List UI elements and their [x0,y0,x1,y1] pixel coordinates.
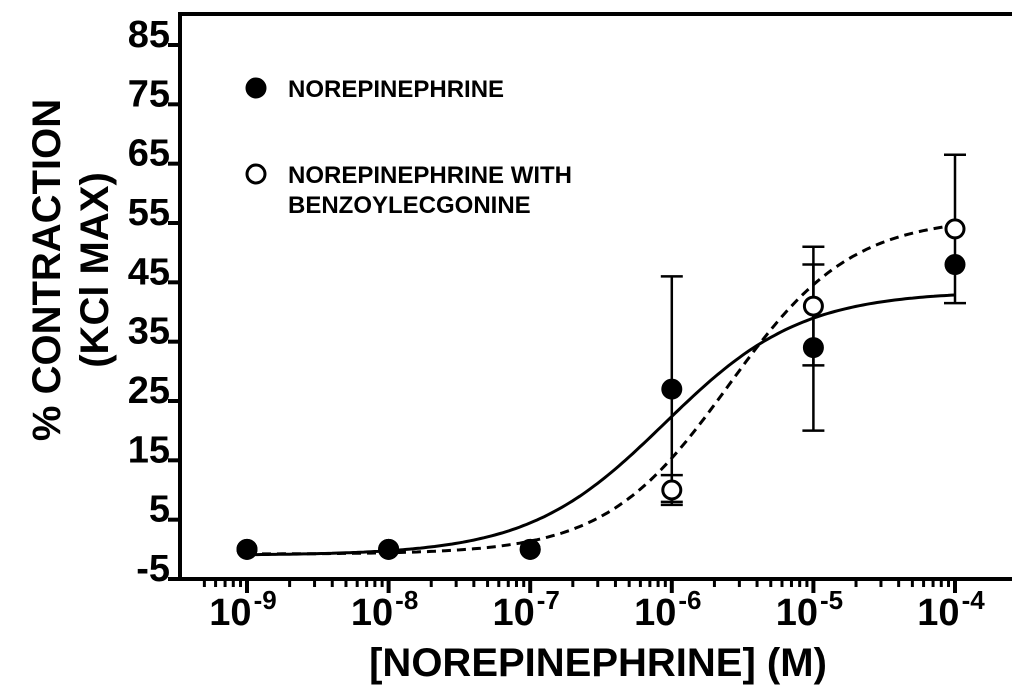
y-tick-label: -5 [136,548,170,590]
data-point-benzoylecgonine [944,218,966,240]
x-tick-label: 10-5 [776,585,843,634]
x-tick-label: 10-7 [492,585,559,634]
y-tick-label: 35 [128,311,170,353]
y-tick-label: 55 [128,192,170,234]
y-tick-label: 65 [128,133,170,175]
y-tick-label: 25 [128,370,170,412]
legend-marker-filled [245,77,267,99]
y-tick-label: 85 [128,14,170,56]
fit-curve-norepinephrine [247,293,956,557]
y-tick-label: 75 [128,73,170,115]
plot-area: -5 5 15 25 35 45 55 65 75 85 10-9 10-8 10-7 10-6 10-5 1… [128,12,1012,634]
y-tick-label: 5 [149,489,170,531]
y-axis-label-line2: (KCl MAX) [73,172,117,368]
x-axis-label: [NOREPINEPHRINE] (M) [369,641,827,685]
legend-label-benzoylecgonine-line1: NOREPINEPHRINE WITH [288,162,572,189]
x-tick-label: 10-4 [917,585,985,634]
data-point-norepinephrine [378,538,400,560]
y-axis-title: % CONTRACTION (KCl MAX) [25,99,117,441]
y-tick-label: 45 [128,251,170,293]
x-tick-label: 10-8 [351,585,418,634]
data-point-norepinephrine [661,378,683,400]
data-point-norepinephrine [519,538,541,560]
data-point-norepinephrine [236,538,258,560]
x-tick-label: 10-6 [634,585,701,634]
y-tick-label: 15 [128,429,170,471]
legend: NOREPINEPHRINE NOREPINEPHRINE WITH BENZO… [245,76,572,219]
data-point-norepinephrine [802,337,824,359]
data-point-benzoylecgonine [802,295,824,317]
x-tick-label: 10-9 [209,585,276,634]
data-point-benzoylecgonine [661,479,683,501]
legend-label-benzoylecgonine-line2: BENZOYLECGONINE [288,192,531,219]
data-point-norepinephrine [944,254,966,276]
fit-curve-benzoylecgonine [247,223,956,556]
y-axis-label-line1: % CONTRACTION [25,99,69,441]
legend-marker-open [245,163,267,185]
legend-label-norepinephrine: NOREPINEPHRINE [288,76,504,103]
